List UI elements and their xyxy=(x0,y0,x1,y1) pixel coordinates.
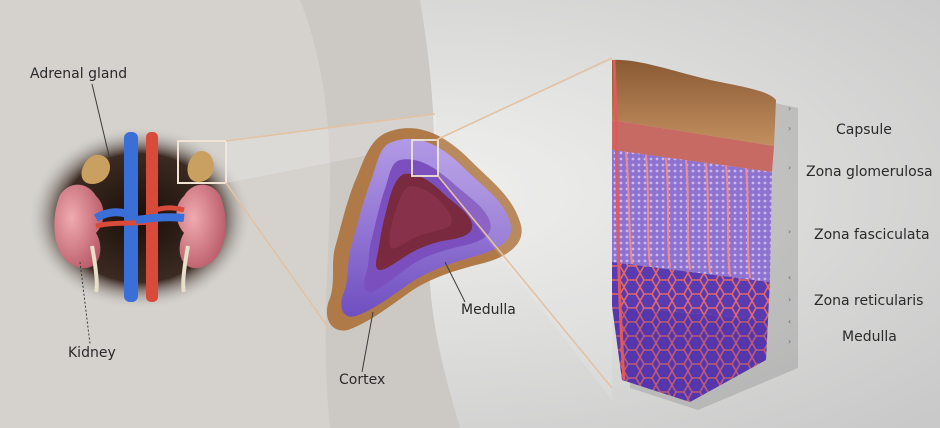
label-zona-glomerulosa: Zona glomerulosa xyxy=(806,165,933,179)
svg-text:›: › xyxy=(788,337,791,346)
svg-text:›: › xyxy=(788,163,791,172)
label-adrenal-gland: Adrenal gland xyxy=(30,67,127,81)
svg-text:›: › xyxy=(788,295,791,304)
svg-text:‹: ‹ xyxy=(788,317,791,326)
label-kidney: Kidney xyxy=(68,346,116,360)
svg-text:›: › xyxy=(788,124,791,133)
svg-text:‹: ‹ xyxy=(788,273,791,282)
label-cortex: Cortex xyxy=(339,373,385,387)
label-medulla-right: Medulla xyxy=(842,330,897,344)
label-capsule: Capsule xyxy=(836,123,892,137)
svg-text:›: › xyxy=(788,227,791,236)
right-renal-vein xyxy=(136,217,184,220)
tissue-block xyxy=(612,60,776,402)
label-zona-reticularis: Zona reticularis xyxy=(814,294,923,308)
svg-text:›: › xyxy=(788,104,791,113)
label-zona-fasciculata: Zona fasciculata xyxy=(814,228,930,242)
label-medulla-middle: Medulla xyxy=(461,303,516,317)
